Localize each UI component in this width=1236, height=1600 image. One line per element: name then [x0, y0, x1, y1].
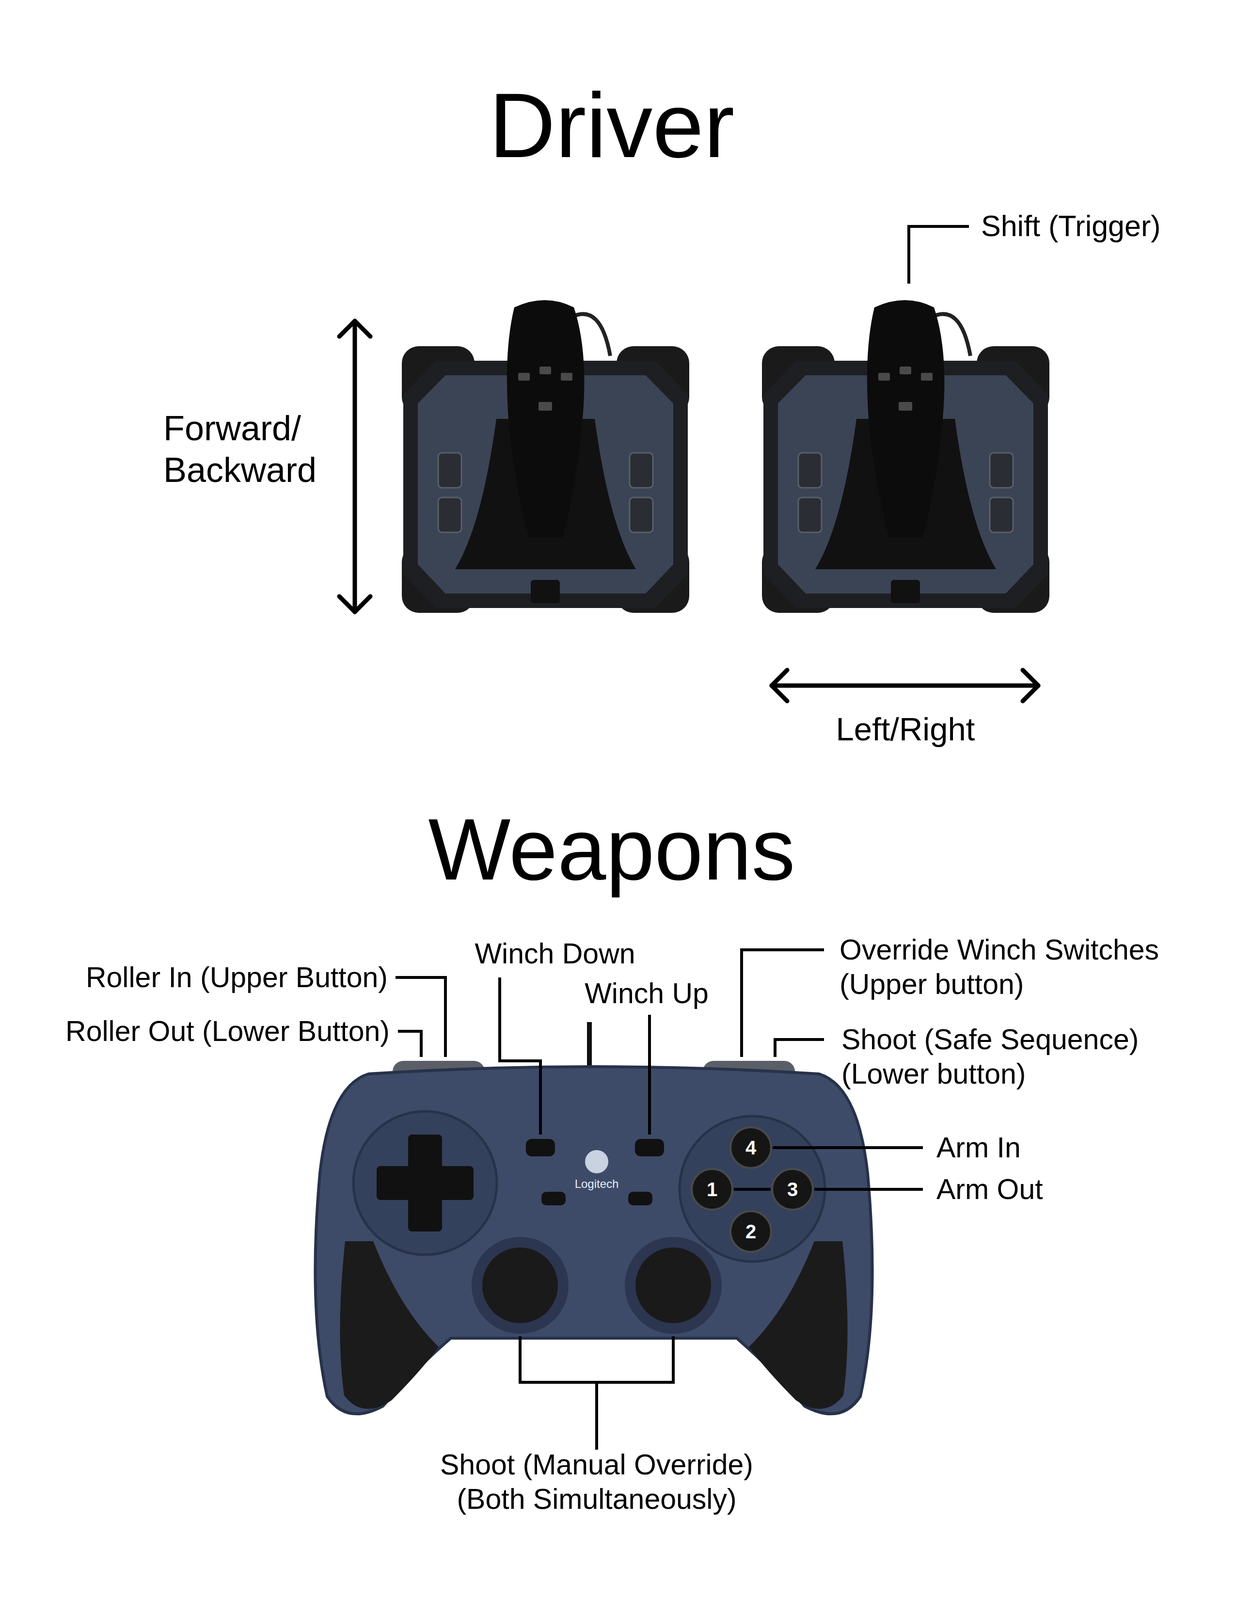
button-number: 2 [745, 1219, 757, 1243]
callout-label: Shoot (Manual Override) (Both Simultaneo… [407, 1447, 786, 1517]
axis-arrow [352, 320, 358, 612]
leader-line [397, 1030, 422, 1057]
stick-base [624, 1236, 722, 1334]
small-button [628, 1191, 653, 1205]
callout-label: Shift (Trigger) [981, 208, 1161, 244]
face-button [730, 1126, 772, 1168]
gamepad-cable [586, 1021, 592, 1069]
callout-label: Override Winch Switches (Upper button) [839, 932, 1218, 1002]
axis-arrow [771, 683, 1039, 688]
face-button [691, 1168, 733, 1210]
button-ring [679, 1115, 825, 1262]
dpad-ring [353, 1110, 497, 1255]
heading: Driver [489, 74, 735, 176]
axis-label: Left/Right [836, 709, 976, 749]
callout-label: Winch Up [584, 976, 709, 1011]
logo-mark [585, 1149, 609, 1173]
leader-line [595, 1381, 599, 1450]
button-number: 3 [787, 1177, 798, 1201]
callout-label: Shoot (Safe Sequence) (Lower button) [841, 1022, 1220, 1092]
callout-label: Roller Out (Lower Button) [65, 1014, 390, 1049]
heading: Weapons [427, 801, 795, 898]
callout-label: Roller In (Upper Button) [85, 960, 388, 995]
leader-line [775, 1039, 824, 1057]
leader-line [772, 1145, 923, 1149]
leader-line [741, 949, 824, 1057]
callout-label: Arm In [936, 1130, 1021, 1165]
button-number: 1 [706, 1177, 718, 1201]
right-joystick [761, 300, 1050, 613]
leader-line [733, 1187, 771, 1191]
arrowhead [1022, 669, 1039, 701]
leader-line [648, 1014, 651, 1135]
small-button [634, 1138, 665, 1157]
gamepad-grip [748, 1240, 848, 1409]
gamepad-grip [339, 1240, 439, 1409]
bracket [520, 1335, 674, 1382]
axis-label: Forward/ Backward [163, 407, 358, 492]
face-button [772, 1168, 813, 1210]
small-button [525, 1138, 555, 1157]
leader-line [908, 226, 969, 284]
callout-label: Arm Out [936, 1172, 1044, 1207]
face-button [730, 1210, 772, 1252]
dpad [376, 1165, 474, 1200]
small-button [541, 1191, 566, 1205]
gamepad-body [315, 1066, 872, 1414]
stick-base [471, 1236, 569, 1334]
leader-line [395, 977, 446, 1057]
arrowhead [339, 320, 371, 337]
thumb-stick [635, 1247, 712, 1323]
leader-line [499, 977, 541, 1135]
callout-label: Winch Down [474, 936, 635, 971]
brand-label: Logitech [574, 1176, 619, 1191]
thumb-stick [482, 1247, 558, 1323]
arrowhead [339, 596, 371, 612]
left-joystick [401, 300, 690, 613]
leader-line [814, 1187, 923, 1191]
arrowhead [771, 669, 788, 701]
button-number: 4 [745, 1135, 757, 1159]
